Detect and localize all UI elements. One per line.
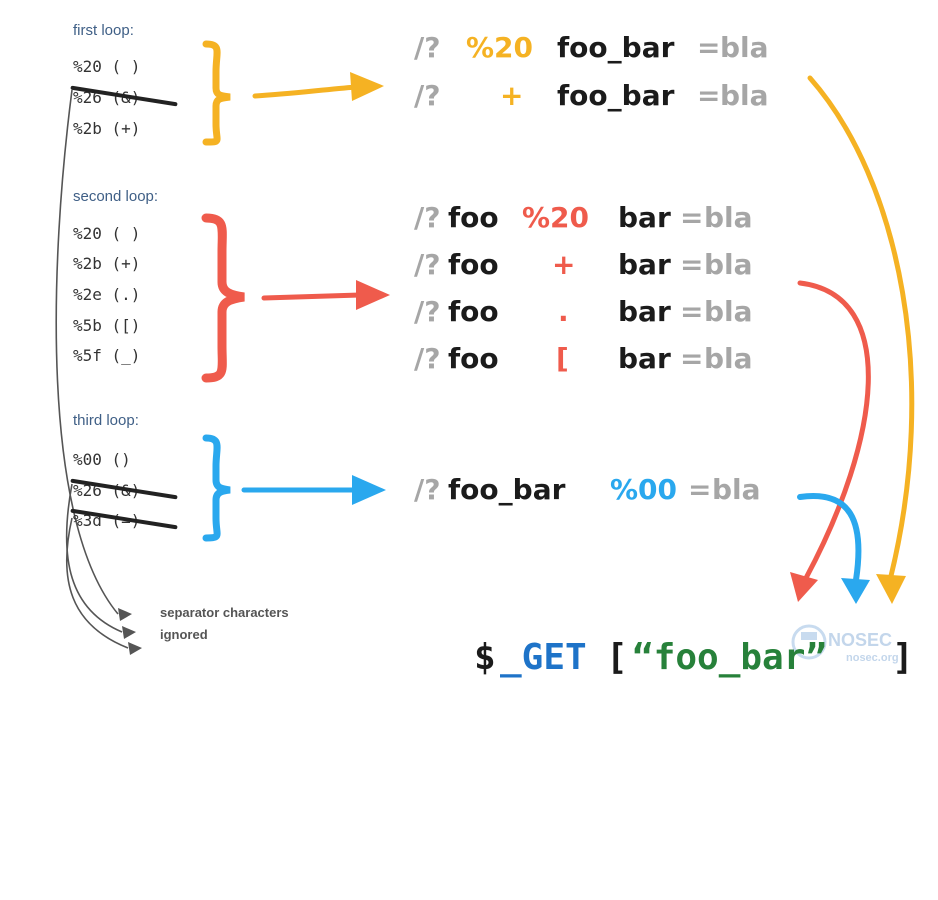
row-value: bla [704, 295, 753, 328]
row-equals: = [680, 295, 704, 328]
loop2-output-row-1: /? foo %20 bar = bla [414, 201, 774, 235]
loop2-item-5: %5f (_) [73, 346, 141, 365]
watermark-brand: NOSEC [828, 630, 893, 650]
row-equals: = [697, 31, 721, 64]
separator-note-line2: ignored [160, 627, 208, 642]
watermark-domain: nosec.org [846, 652, 899, 664]
row-key-part2: bar [618, 201, 671, 234]
separator-note-line1: separator characters [160, 605, 289, 620]
separator-line-2 [65, 483, 123, 633]
row-key-part1: foo [448, 248, 499, 281]
separator-arrowhead-1 [118, 608, 132, 621]
loop2-item-4: %5b ([) [73, 316, 141, 335]
row-key-part2: bar [618, 248, 671, 281]
row-value: bla [712, 473, 761, 506]
row-key-part1: foo [448, 295, 499, 328]
row-key: foo_bar [557, 79, 675, 112]
row-key-part2: bar [618, 342, 671, 375]
curve-arrow-loop3 [797, 493, 862, 583]
row-decoded-char: [ [556, 342, 569, 375]
curve-arrow-loop2-head [790, 572, 818, 602]
separator-line-3 [65, 517, 129, 649]
row-key-part1: foo [448, 342, 499, 375]
row-value: bla [720, 31, 769, 64]
brace-loop1 [202, 40, 231, 146]
watermark-logo-icon [791, 624, 827, 660]
arrow-loop2-head [356, 280, 390, 310]
row-prefix: /? [414, 248, 441, 281]
row-key: foo_bar [448, 473, 566, 506]
loop1-item-1: %20 ( ) [73, 57, 141, 76]
row-prefix: /? [414, 79, 441, 112]
row-decoded-char: + [500, 79, 524, 112]
loop2-item-1: %20 ( ) [73, 224, 141, 243]
row-prefix: /? [414, 31, 441, 64]
loop3-title: third loop: [73, 412, 139, 429]
loop1-output-row-1: /? %20 foo_bar = bla [414, 31, 794, 65]
loop2-title: second loop: [73, 188, 159, 205]
row-value: bla [704, 342, 753, 375]
get-close-bracket: ] [892, 637, 914, 678]
separator-arrowhead-3 [128, 642, 142, 655]
row-prefix: /? [414, 201, 441, 234]
row-encoded-char: %20 [522, 201, 590, 234]
row-encoded-char: %20 [466, 31, 534, 64]
row-value: bla [704, 201, 753, 234]
loop1-output-row-2: /? + foo_bar = bla [414, 79, 794, 113]
loop1-item-3: %2b (+) [73, 119, 141, 138]
brace-loop3 [202, 434, 231, 542]
row-key-part2: bar [618, 295, 671, 328]
loop1-title: first loop: [73, 22, 134, 39]
arrow-loop2 [261, 292, 363, 301]
curve-arrow-loop3-head [841, 578, 870, 604]
separator-arrowheads [118, 608, 142, 655]
separator-arrowhead-2 [122, 626, 136, 639]
loop3-item-1: %00 () [73, 450, 131, 469]
row-key: foo_bar [557, 31, 675, 64]
get-open-bracket: [ [606, 637, 628, 678]
row-prefix: /? [414, 473, 441, 506]
row-value: bla [720, 79, 769, 112]
separator-lines [55, 89, 129, 649]
get-key: “foo_bar” [632, 637, 828, 678]
arrow-loop1-head [350, 72, 384, 101]
row-equals: = [697, 79, 721, 112]
row-equals: = [680, 201, 704, 234]
curve-arrow-loop2 [797, 280, 871, 581]
row-key-part1: foo [448, 201, 499, 234]
loop2-item-2: %2b (+) [73, 254, 141, 273]
curve-arrow-loop1-head [876, 574, 906, 604]
row-prefix: /? [414, 295, 441, 328]
row-decoded-char: + [552, 248, 576, 281]
get-dollar: $ [474, 637, 496, 678]
row-equals: = [688, 473, 712, 506]
arrow-loop1 [252, 84, 359, 99]
row-equals: = [680, 342, 704, 375]
arrow-loop3-head [352, 475, 386, 505]
get-result: $ _GET [ “foo_bar” ] [474, 636, 914, 680]
row-decoded-char: . [558, 295, 569, 328]
curve-arrow-loop1 [807, 75, 915, 583]
loop3-output-row-1: /? foo_bar %00 = bla [414, 473, 794, 507]
row-encoded-char: %00 [610, 473, 678, 506]
loop2-item-3: %2e (.) [73, 285, 141, 304]
row-value: bla [704, 248, 753, 281]
separator-line-1 [55, 89, 119, 615]
brace-loop2 [201, 213, 245, 383]
loop2-output-row-4: /? foo [ bar = bla [414, 342, 774, 376]
get-keyword: _GET [500, 637, 587, 678]
loop2-output-row-2: /? foo + bar = bla [414, 248, 774, 282]
row-equals: = [680, 248, 704, 281]
loop2-output-row-3: /? foo . bar = bla [414, 295, 774, 329]
diagram-canvas [55, 40, 915, 660]
row-prefix: /? [414, 342, 441, 375]
